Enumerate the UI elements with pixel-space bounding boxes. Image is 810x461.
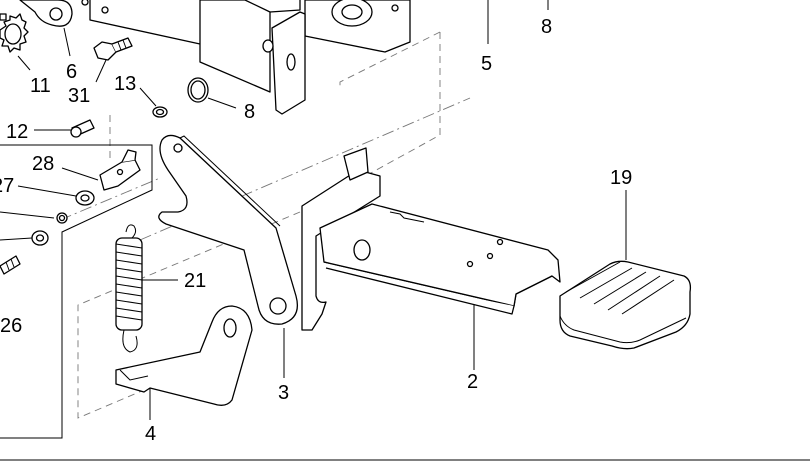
part-28-clamp-block — [99, 149, 141, 191]
callout-11: 11 — [30, 75, 51, 97]
part-12-pin — [70, 119, 95, 138]
part-19-pedal-pad — [559, 260, 692, 350]
callout-8-ring: 8 — [244, 101, 255, 123]
callout-3: 3 — [278, 382, 289, 404]
callout-21: 21 — [184, 270, 206, 292]
callout-4: 4 — [145, 423, 156, 445]
inset-frame — [0, 144, 153, 439]
callout-27: 27 — [0, 175, 14, 197]
part-6-tab-washer — [19, 0, 73, 27]
part-27-nut — [31, 190, 95, 246]
part-2-pedal-arm — [301, 147, 561, 331]
upper-housing — [81, 0, 411, 115]
part-31-hex-bolt — [93, 37, 133, 61]
callout-13: 13 — [114, 73, 136, 95]
part-13-washer — [152, 106, 168, 118]
part-11-gear — [0, 13, 29, 53]
callout-28: 28 — [32, 153, 54, 175]
part-8-retaining-ring — [187, 77, 209, 103]
callout-26: 26 — [0, 315, 22, 337]
callout-12: 12 — [6, 121, 28, 143]
callout-8-top: 8 — [541, 16, 552, 38]
callout-19: 19 — [610, 167, 632, 189]
callout-6: 6 — [66, 61, 77, 83]
part-4-bracket — [115, 305, 253, 406]
callout-5: 5 — [481, 53, 492, 75]
callout-31: 31 — [68, 85, 90, 107]
part-26-threaded-stud — [0, 255, 21, 275]
callouts: 11 6 31 13 8 5 8 12 28 27 26 21 19 3 2 4 — [0, 16, 632, 445]
callout-2: 2 — [467, 371, 478, 393]
leader-lines — [0, 0, 627, 420]
part-21-spring — [115, 224, 143, 353]
part-3-lever — [158, 134, 299, 325]
